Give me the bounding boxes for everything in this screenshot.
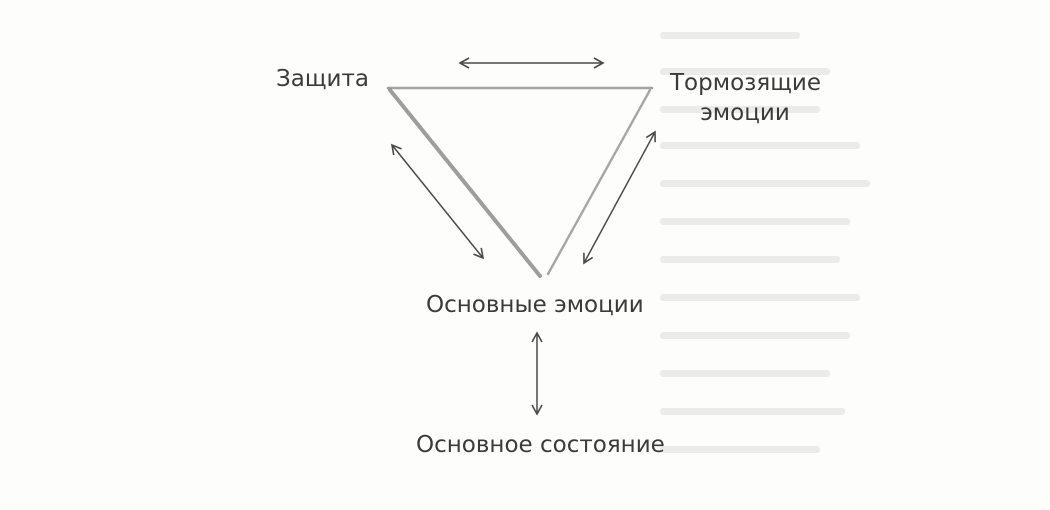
node-defense-label: Защита — [276, 66, 369, 92]
bleed-through-texture — [660, 18, 920, 488]
triangle-right-edge — [546, 88, 652, 276]
node-core-state-label: Основное состояние — [416, 432, 665, 458]
node-core-emotions-label: Основные эмоции — [426, 292, 644, 318]
node-inhibitory-emotions-label: Тормозящие эмоции — [670, 70, 821, 126]
arrow-inhibitory-core-emotions — [583, 130, 656, 265]
arrow-defense-core-emotions — [390, 143, 485, 260]
triangle-left-edge — [388, 88, 542, 278]
